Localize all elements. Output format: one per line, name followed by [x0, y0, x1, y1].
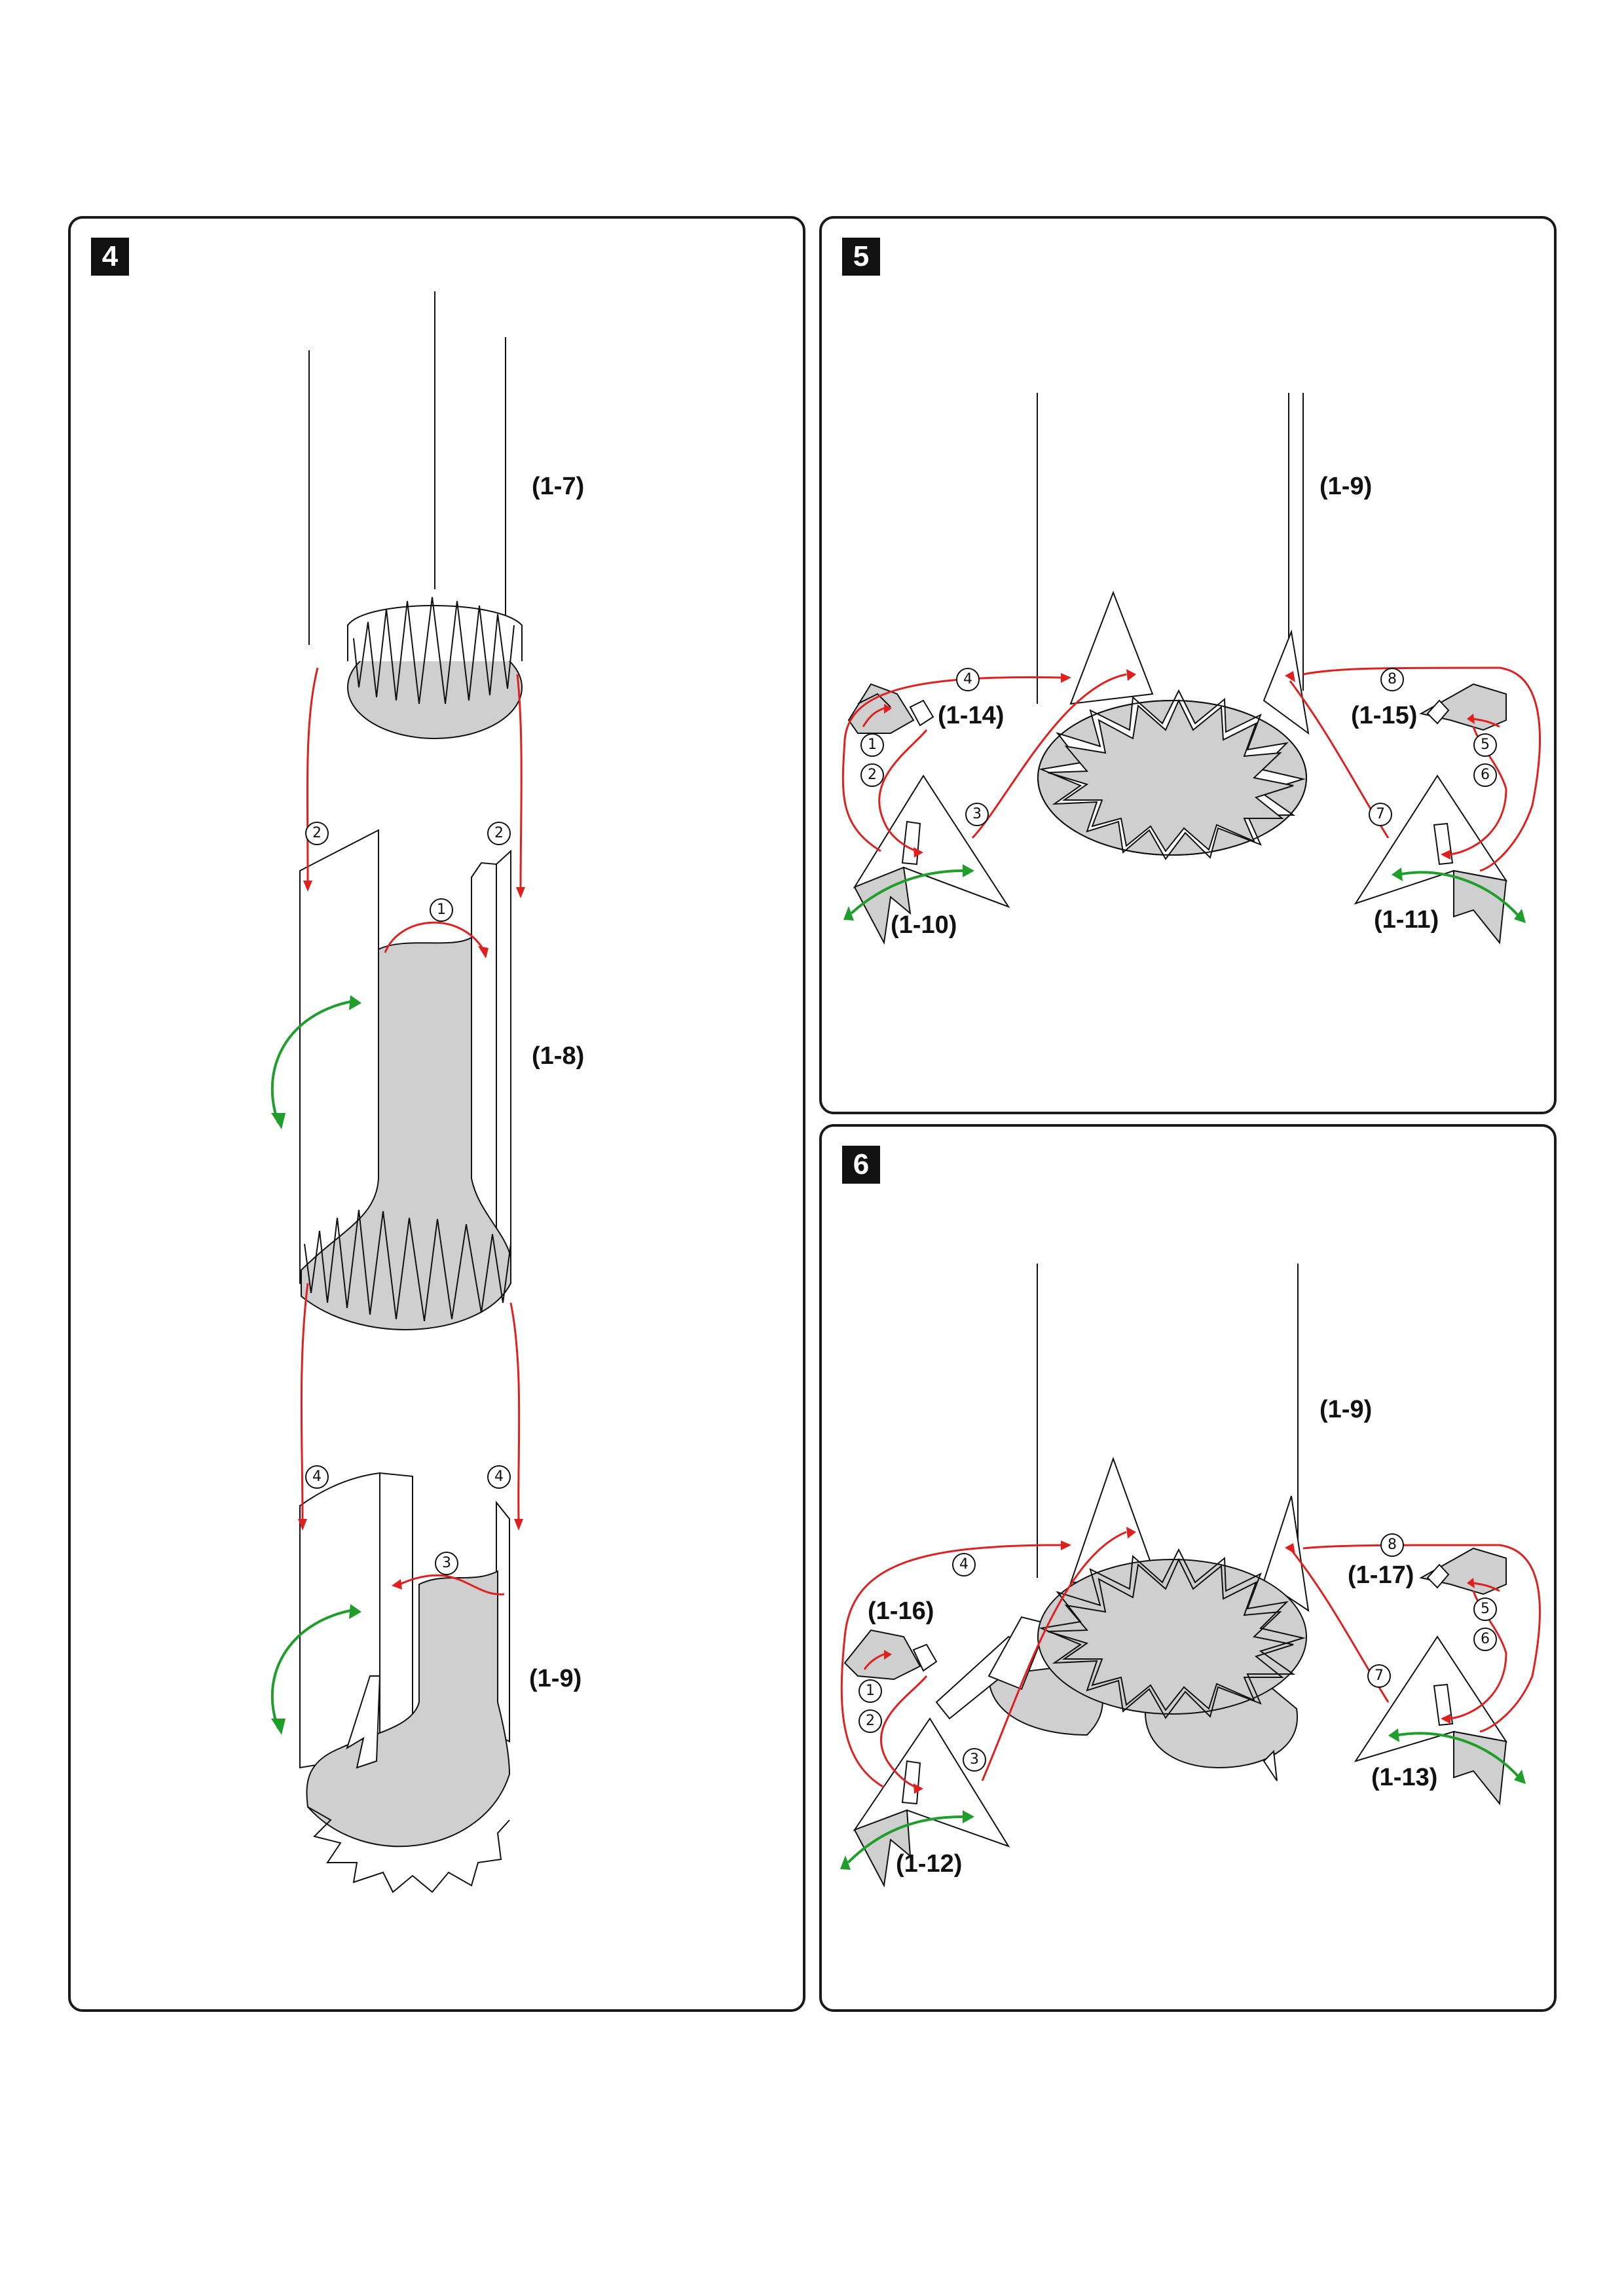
step-marker-3: 3 [435, 1552, 458, 1575]
part-label-1-15: (1-15) [1351, 702, 1418, 729]
step-marker-2: 2 [858, 1709, 882, 1733]
step-marker-6: 6 [1473, 1628, 1497, 1651]
part-label-1-16: (1-16) [868, 1597, 934, 1625]
part-1-9-assembled [935, 1456, 1310, 1781]
part-1-7 [347, 596, 523, 739]
step-number-badge: 6 [842, 1146, 880, 1184]
part-label-1-9: (1-9) [1320, 1396, 1373, 1423]
step-marker-8: 8 [1380, 668, 1404, 691]
step-marker-4: 4 [952, 1553, 976, 1576]
part-label-1-14: (1-14) [938, 702, 1005, 729]
panel-step-5: 5 [819, 216, 1557, 1114]
step-marker-7: 7 [1369, 803, 1392, 826]
step-number-badge: 4 [91, 238, 129, 276]
step-marker-3: 3 [965, 803, 989, 826]
step-marker-2: 2 [860, 763, 884, 787]
part-1-15 [1419, 683, 1507, 731]
step-marker-3: 3 [963, 1748, 986, 1772]
part-label-1-8: (1-8) [532, 1042, 585, 1070]
step-marker-8: 8 [1380, 1533, 1404, 1557]
part-label-1-17: (1-17) [1348, 1561, 1414, 1589]
part-1-13 [1354, 1635, 1508, 1806]
step-number-badge: 5 [842, 238, 880, 276]
part-label-1-12: (1-12) [896, 1850, 963, 1878]
step-marker-1: 1 [858, 1679, 882, 1703]
part-1-17 [1419, 1547, 1507, 1595]
part-label-1-13: (1-13) [1371, 1764, 1438, 1791]
step-marker-6: 6 [1473, 763, 1497, 787]
part-label-1-7: (1-7) [532, 473, 585, 500]
part-label-1-10: (1-10) [891, 911, 957, 939]
step-marker-4: 4 [956, 668, 980, 691]
step-marker-4: 4 [487, 1465, 511, 1489]
step-marker-1: 1 [430, 898, 453, 922]
part-1-11 [1354, 774, 1508, 945]
step-marker-2: 2 [305, 822, 329, 845]
part-label-1-9: (1-9) [529, 1665, 582, 1692]
part-label-1-9: (1-9) [1320, 473, 1373, 500]
step-marker-4: 4 [305, 1465, 329, 1489]
step-marker-7: 7 [1367, 1664, 1391, 1688]
step-marker-5: 5 [1473, 733, 1497, 757]
part-1-9 [299, 1472, 511, 1893]
step-marker-1: 1 [860, 733, 884, 757]
step-marker-2: 2 [487, 822, 511, 845]
part-1-8 [299, 829, 511, 1330]
step-marker-5: 5 [1473, 1597, 1497, 1621]
part-label-1-11: (1-11) [1374, 906, 1439, 934]
